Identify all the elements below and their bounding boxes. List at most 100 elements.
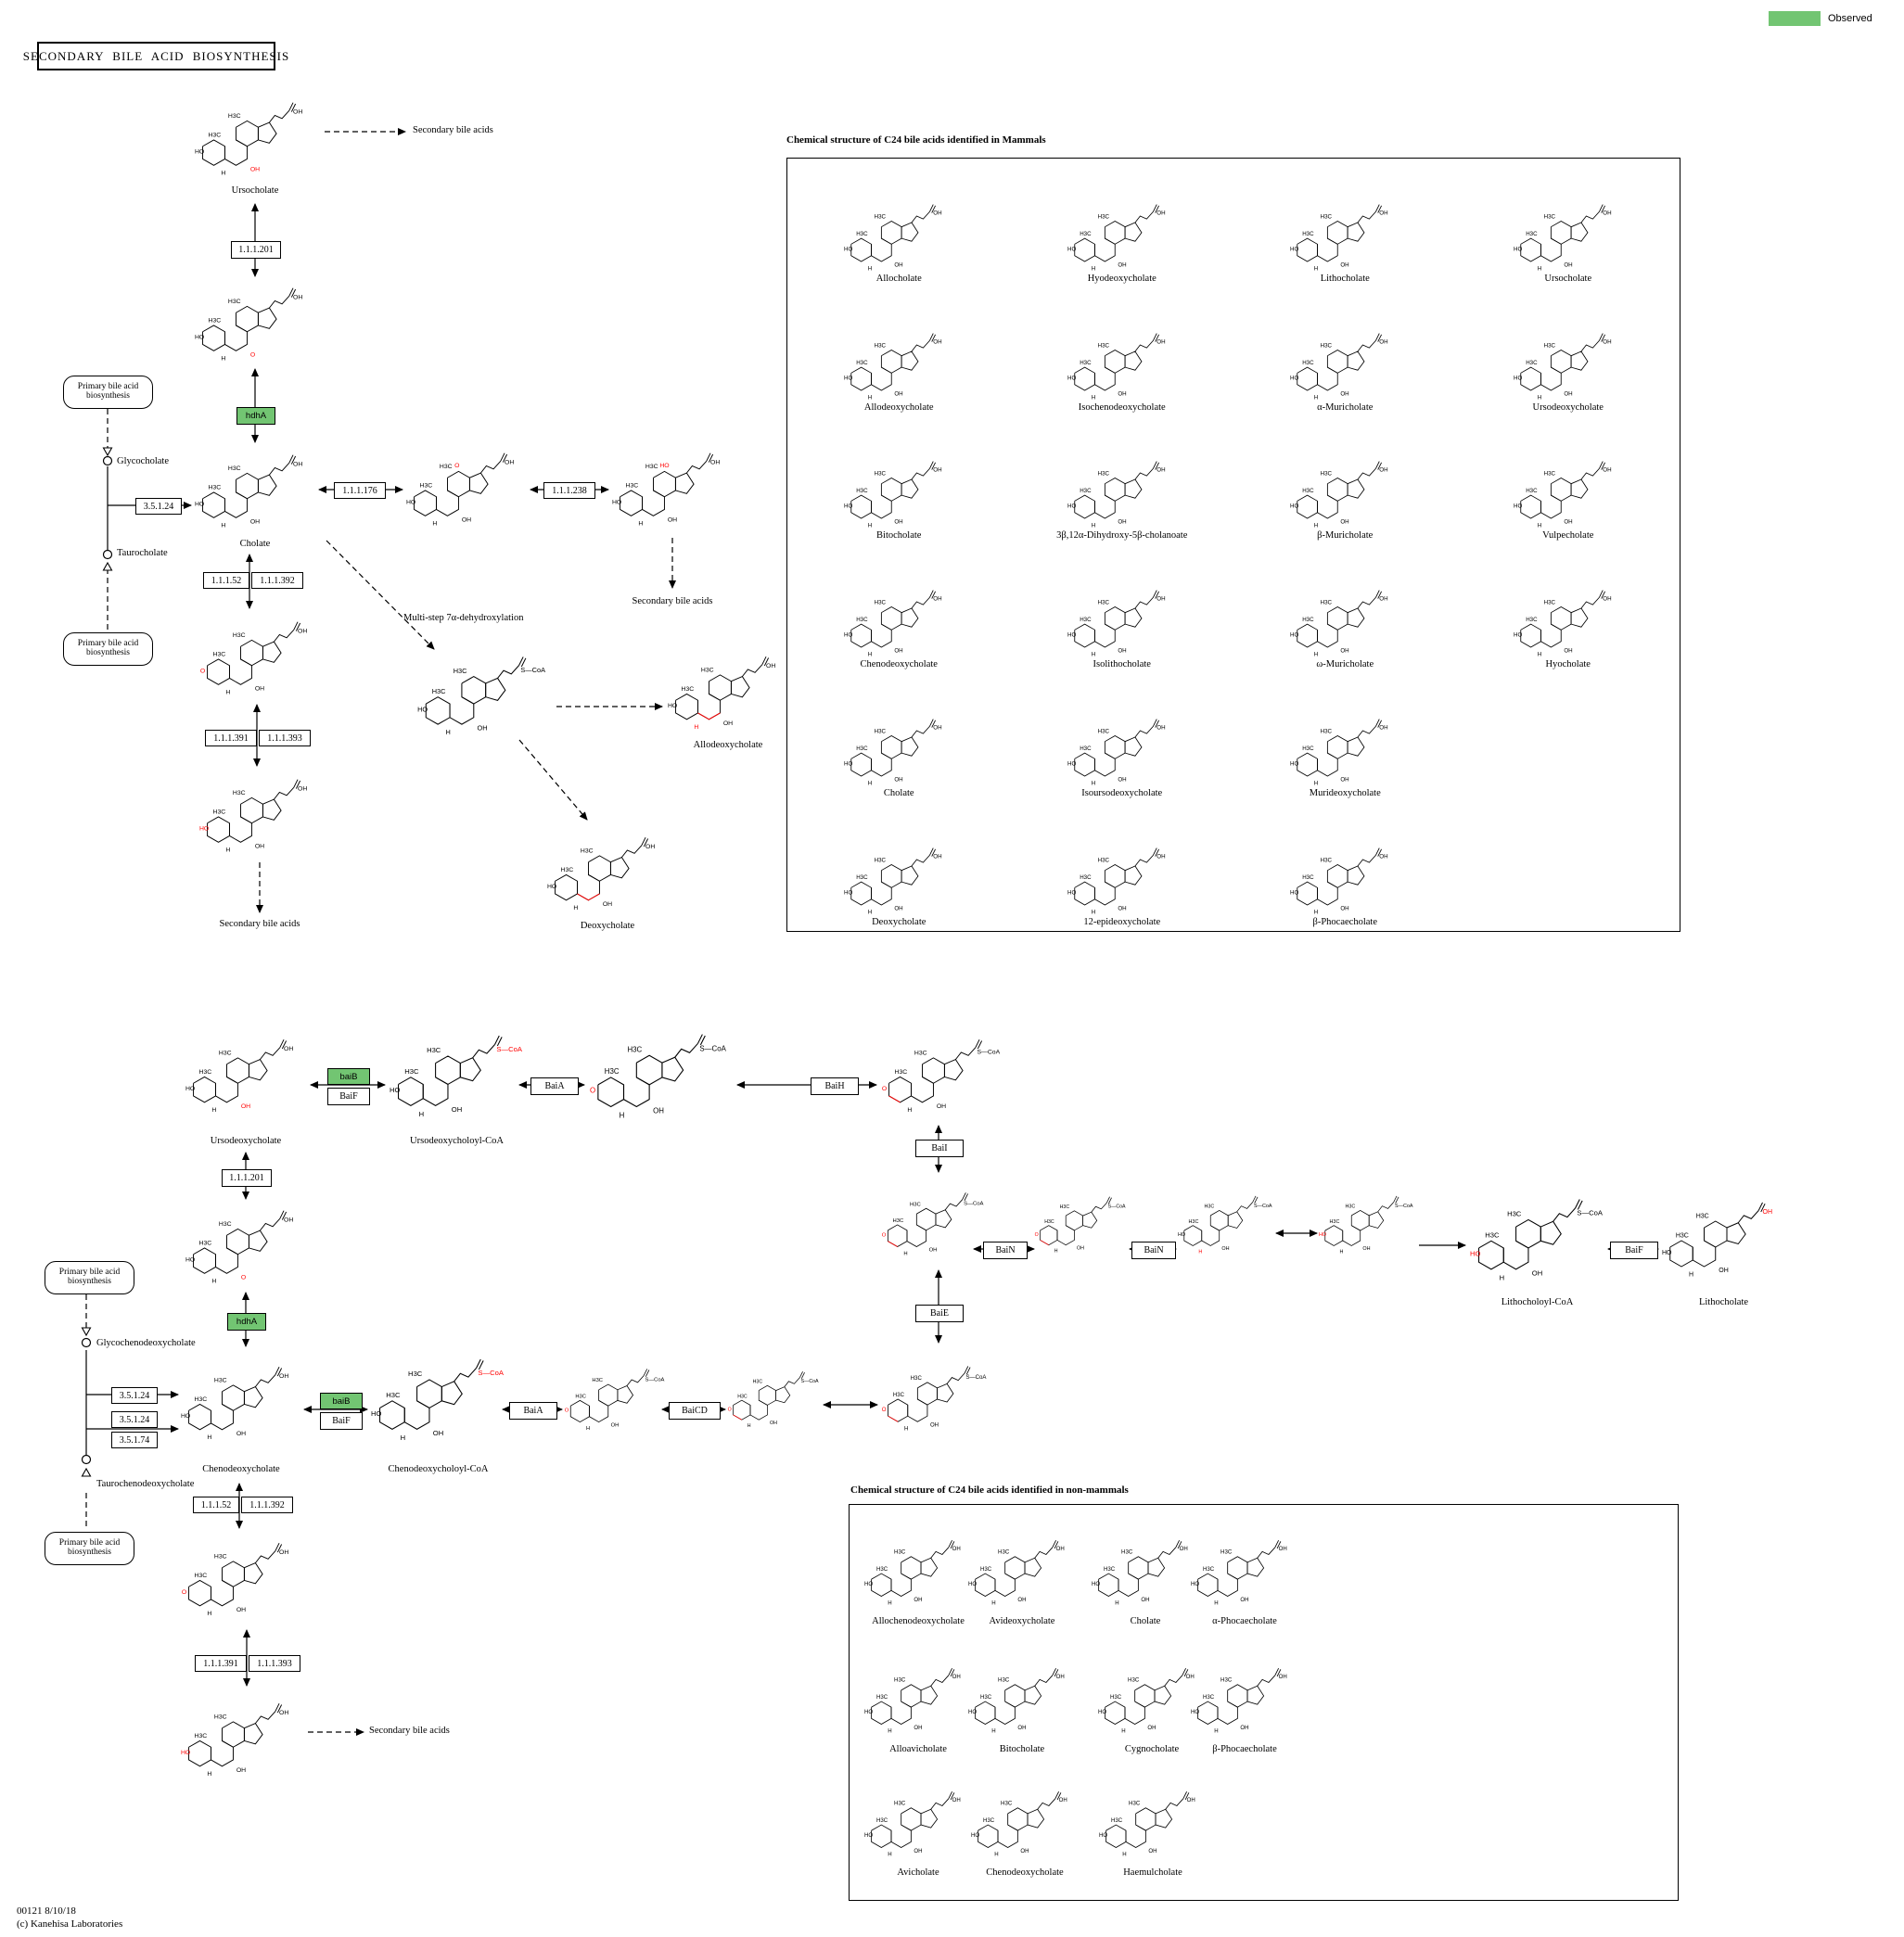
svg-text:H3C: H3C <box>856 617 868 623</box>
svg-text:H3C: H3C <box>420 483 433 490</box>
enzyme-box-baiB[interactable]: baiB <box>327 1068 370 1085</box>
enzyme-box-3-5-1-24[interactable]: 3.5.1.24 <box>135 498 182 515</box>
enzyme-box-1-1-1-176[interactable]: 1.1.1.176 <box>334 482 386 499</box>
svg-text:OH: OH <box>293 462 302 468</box>
compound-label-ursocholate: Ursocholate <box>231 185 279 196</box>
enzyme-box-BaiA[interactable]: BaiA <box>509 1402 557 1420</box>
svg-text:H3C: H3C <box>1080 617 1092 623</box>
enzyme-box-1-1-1-52[interactable]: 1.1.1.52 <box>193 1497 239 1513</box>
enzyme-box-1-1-1-392[interactable]: 1.1.1.392 <box>241 1497 293 1513</box>
svg-text:OH: OH <box>279 1710 288 1716</box>
svg-text:H3C: H3C <box>427 1046 441 1054</box>
enzyme-box-BaiA[interactable]: BaiA <box>530 1077 579 1095</box>
pathway-ref-box[interactable]: Primary bile acid biosynthesis <box>63 376 153 409</box>
mammals-box-title: Chemical structure of C24 bile acids ide… <box>786 134 1046 146</box>
svg-text:H3C: H3C <box>214 1714 227 1720</box>
enzyme-box-1-1-1-393[interactable]: 1.1.1.393 <box>259 730 311 746</box>
svg-text:OH: OH <box>298 786 307 793</box>
enzyme-box-hdhA[interactable]: hdhA <box>236 407 275 425</box>
svg-text:H: H <box>573 905 578 911</box>
svg-text:H: H <box>1121 1728 1125 1735</box>
compound-label-lithocholoyl-coa: Lithocholoyl-CoA <box>1501 1297 1574 1307</box>
svg-text:HO: HO <box>844 503 852 510</box>
svg-text:H3C: H3C <box>1321 342 1333 349</box>
svg-text:OH: OH <box>1156 853 1165 860</box>
enzyme-box-BaiE[interactable]: BaiE <box>915 1305 964 1322</box>
svg-text:HO: HO <box>864 1832 873 1839</box>
pathway-ref-box[interactable]: Primary bile acid biosynthesis <box>45 1261 134 1294</box>
svg-text:OH: OH <box>952 1674 961 1680</box>
enzyme-box-1-1-1-391[interactable]: 1.1.1.391 <box>195 1655 247 1672</box>
enzyme-box-BaiN[interactable]: BaiN <box>983 1242 1028 1259</box>
svg-text:H3C: H3C <box>1321 857 1333 863</box>
svg-text:OH: OH <box>895 648 903 655</box>
enzyme-box-BaiF[interactable]: BaiF <box>327 1088 370 1105</box>
enzyme-box-3-5-1-24[interactable]: 3.5.1.24 <box>111 1387 158 1404</box>
svg-text:H3C: H3C <box>1203 1694 1215 1701</box>
text-label: Taurocholate <box>117 548 168 558</box>
svg-text:H: H <box>1054 1249 1058 1255</box>
enzyme-box-BaiN[interactable]: BaiN <box>1131 1242 1176 1259</box>
svg-text:OH: OH <box>1380 596 1388 603</box>
svg-text:H: H <box>868 909 872 915</box>
enzyme-box-3-5-1-24[interactable]: 3.5.1.24 <box>111 1411 158 1428</box>
mammal-compound-label: Chenodeoxycholate <box>860 659 938 670</box>
enzyme-box-1-1-1-201[interactable]: 1.1.1.201 <box>231 241 281 259</box>
mammal-compound-label: Allocholate <box>875 273 922 284</box>
enzyme-box-1-1-1-392[interactable]: 1.1.1.392 <box>251 572 303 589</box>
svg-text:HO: HO <box>406 499 415 505</box>
svg-text:OH: OH <box>934 338 942 345</box>
enzyme-box-3-5-1-74[interactable]: 3.5.1.74 <box>111 1432 158 1448</box>
enzyme-box-BaiH[interactable]: BaiH <box>811 1077 859 1095</box>
enzyme-box-1-1-1-238[interactable]: 1.1.1.238 <box>543 482 595 499</box>
mammal-compound-label: Cholate <box>883 788 914 799</box>
enzyme-box-BaiI[interactable]: BaiI <box>915 1140 964 1157</box>
svg-text:H3C: H3C <box>983 1817 995 1824</box>
pathway-ref-box[interactable]: Primary bile acid biosynthesis <box>63 632 153 666</box>
svg-text:H3C: H3C <box>1097 342 1109 349</box>
svg-text:HO: HO <box>1290 503 1298 510</box>
svg-text:H: H <box>868 780 872 786</box>
svg-text:OH: OH <box>1118 905 1126 911</box>
svg-text:OH: OH <box>934 853 942 860</box>
svg-text:H3C: H3C <box>1302 874 1314 881</box>
svg-text:H: H <box>586 1426 590 1432</box>
svg-text:S—CoA: S—CoA <box>966 1375 988 1381</box>
svg-text:H: H <box>748 1423 751 1429</box>
enzyme-box-BaiF[interactable]: BaiF <box>1610 1242 1658 1259</box>
svg-text:H3C: H3C <box>626 483 639 490</box>
text-label: Secondary bile acids <box>369 1726 450 1736</box>
enzyme-box-1-1-1-391[interactable]: 1.1.1.391 <box>205 730 257 746</box>
mammal-compound-label: Bitocholate <box>876 530 922 542</box>
svg-text:H: H <box>1314 780 1318 786</box>
svg-text:HO: HO <box>1470 1250 1481 1258</box>
enzyme-box-BaiF[interactable]: BaiF <box>320 1412 363 1430</box>
pathway-ref-box[interactable]: Primary bile acid biosynthesis <box>45 1532 134 1565</box>
svg-text:H3C: H3C <box>1485 1231 1500 1240</box>
enzyme-box-BaiCD[interactable]: BaiCD <box>669 1402 721 1420</box>
svg-text:H: H <box>1122 1852 1126 1858</box>
svg-text:H3C: H3C <box>1321 471 1333 478</box>
svg-text:OH: OH <box>1380 338 1388 345</box>
svg-text:H: H <box>1214 1728 1218 1735</box>
enzyme-box-1-1-1-393[interactable]: 1.1.1.393 <box>249 1655 300 1672</box>
svg-text:H3C: H3C <box>645 464 658 470</box>
enzyme-box-baiB[interactable]: baiB <box>320 1393 363 1409</box>
svg-text:OH: OH <box>236 1607 246 1613</box>
enzyme-box-1-1-1-201[interactable]: 1.1.1.201 <box>222 1169 272 1187</box>
svg-text:HO: HO <box>1290 889 1298 896</box>
svg-text:H: H <box>1214 1600 1218 1607</box>
svg-text:H3C: H3C <box>875 213 887 220</box>
svg-text:H: H <box>1314 909 1318 915</box>
enzyme-box-hdhA[interactable]: hdhA <box>227 1313 266 1331</box>
enzyme-box-1-1-1-52[interactable]: 1.1.1.52 <box>203 572 249 589</box>
